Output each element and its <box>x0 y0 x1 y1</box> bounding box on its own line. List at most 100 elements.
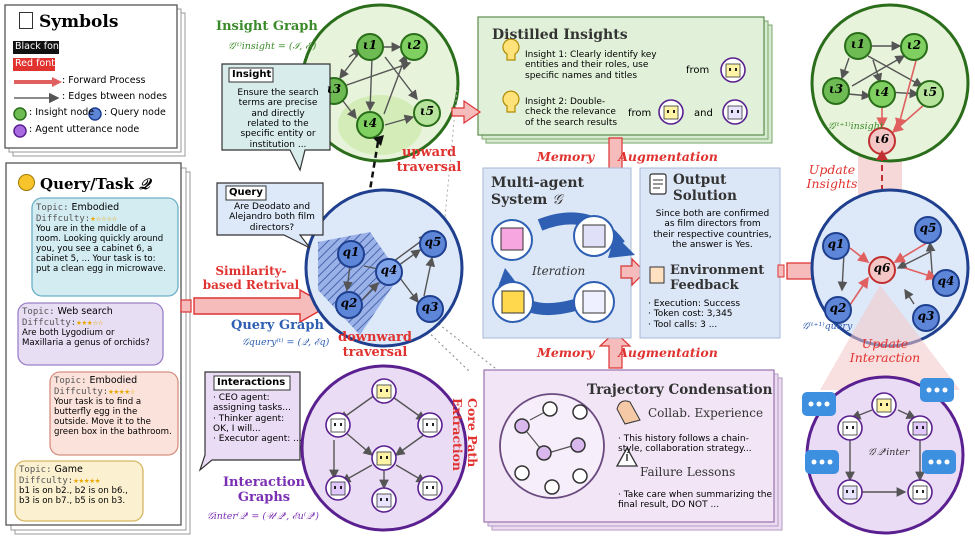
query-callout-text-line: Are Deodato and <box>233 202 311 212</box>
right-insight-node-label: ι4 <box>874 85 890 99</box>
right-query-node-label: q6 <box>873 261 891 275</box>
agent-eye <box>852 426 854 429</box>
distilled-2-line: of the search results <box>525 117 618 128</box>
distilled-2-line: check the relevance <box>525 107 616 118</box>
arrow-to-distilled <box>451 99 482 125</box>
agent-face-icon <box>422 481 438 496</box>
query-panel-title: Query/Task 𝒬 <box>18 174 150 193</box>
legend-title: Symbols <box>19 12 118 33</box>
failure-text-line: final result, DO NOT ... <box>618 500 720 511</box>
query-callout-label: Query <box>229 187 263 198</box>
right-query-graph <box>810 188 970 348</box>
insight-node-label: ι4 <box>362 116 378 130</box>
collab-experience-title: Collab. Experience <box>648 406 764 420</box>
agent-face-icon <box>912 485 928 500</box>
agent-eye <box>673 110 675 113</box>
output-text-line: the answer is Yes. <box>672 240 753 251</box>
insight-callout-text-line: and directly <box>251 108 305 119</box>
agent-eye <box>729 68 731 71</box>
agent-face-icon <box>876 398 892 413</box>
agent-eye <box>386 498 388 501</box>
legend-notations-text: Black font: Notations <box>15 41 115 52</box>
agent-face-icon <box>330 418 346 433</box>
card-text: b1 is on b2., b2 is on b6.,b3 is on b7.,… <box>19 486 128 507</box>
agent-eye <box>432 423 434 426</box>
right-inter-formula: 𝒢⁽𝒬⁾inter <box>868 447 910 458</box>
agent-eye <box>731 110 733 113</box>
card-difficulty: Diffculty:★☆☆☆☆ <box>36 213 118 224</box>
env-items-line: · Execution: Success <box>648 299 741 309</box>
interactions-callout-label: Interactions <box>217 377 286 388</box>
legend-insight-node: : Insight node <box>29 107 95 118</box>
output-text-line: Since both are confirmed <box>655 209 770 219</box>
insight-node-label: ι2 <box>406 38 422 52</box>
distilled-2-line: Insight 2: Double- <box>525 97 606 107</box>
difficulty-stars: ★★★☆☆ <box>76 317 104 328</box>
distilled-from-2: from <box>628 108 652 119</box>
legend-query-node: : Query node <box>104 107 166 118</box>
mas-box <box>482 167 635 339</box>
agent-face-icon <box>912 421 928 436</box>
right-insight-formula: 𝒢⁽ᵗ⁺¹⁾insight <box>828 121 884 132</box>
distilled-box <box>477 16 773 144</box>
agent-eye <box>426 423 428 426</box>
output-text-line: their respective countries, <box>653 229 772 240</box>
agent-eye <box>426 486 428 489</box>
agent-eye <box>380 498 382 501</box>
insight-callout-text-line: related to the <box>247 119 309 130</box>
agent-eye <box>380 456 382 459</box>
agent-face-icon <box>842 421 858 436</box>
right-insight-node-label: ι3 <box>828 82 844 96</box>
right-query-node-label: q4 <box>937 274 955 288</box>
query-graph-formula: 𝒢query⁽ᵗ⁾ = (𝒬, ℰq) <box>242 337 330 348</box>
right-query-node-label: q5 <box>919 221 937 235</box>
collab-experience-text: · This history follows a chain-style, co… <box>618 434 752 455</box>
agent-eye <box>846 426 848 429</box>
insight-graph-circle <box>300 3 460 163</box>
right-insight-node-label: ι2 <box>906 38 922 52</box>
difficulty-stars: ★★★★★ <box>73 475 101 486</box>
distilled-1-line: Insight 1: Clearly identify key <box>525 50 657 60</box>
insight-callout-text-line: institution ... <box>249 139 307 150</box>
agent-face-icon <box>330 481 346 496</box>
agent-eye <box>340 423 342 426</box>
insight-callout-label: Insight <box>232 69 272 80</box>
right-insight-node-label: ι6 <box>874 132 890 146</box>
agent-eye <box>386 456 388 459</box>
insight-callout <box>221 63 331 172</box>
agent-eye <box>380 389 382 392</box>
query-node-label: q4 <box>380 263 398 277</box>
right-query-node-label: q2 <box>829 301 847 315</box>
insight-callout-text-line: specific entity or <box>240 129 316 140</box>
retrieval-arrow <box>180 288 330 324</box>
agent-face-icon <box>727 105 743 120</box>
card-difficulty: Diffculty:★★★★★ <box>19 475 101 486</box>
agent-face-icon <box>376 384 392 399</box>
legend-operations-text: Red font: Operations <box>15 58 114 69</box>
agent-eye <box>735 68 737 71</box>
agent-eye <box>852 490 854 493</box>
agent-eye <box>340 486 342 489</box>
card-difficulty: Diffculty:★★★★☆ <box>54 386 136 397</box>
query-graph-title: Query Graph <box>231 318 324 333</box>
inter-callout-text-line: · Executor agent: ... <box>213 434 302 445</box>
insight-callout-text-line: Ensure the search <box>237 88 319 98</box>
env-items-line: · Token cost: 3,345 <box>648 309 733 320</box>
insight-node-label: ι5 <box>419 104 435 118</box>
collab-text-line: · This history follows a chain- <box>618 434 749 444</box>
